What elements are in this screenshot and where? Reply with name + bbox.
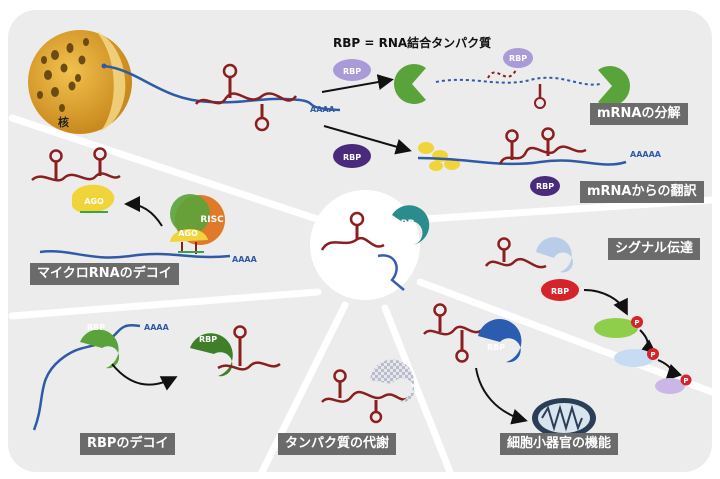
polya-tail-translation: AAAAA [630, 150, 662, 159]
svg-text:RBP: RBP [509, 54, 527, 63]
section-dividers [8, 114, 716, 476]
signaling-partner-protein [536, 237, 573, 273]
center-rbp-protein [392, 205, 430, 245]
section-label-rbp-decoy: RBPのデコイ [80, 433, 176, 455]
arrow-rbp-decoy [111, 363, 178, 391]
ago-protein [72, 184, 115, 214]
translated-mrna [417, 156, 627, 166]
rbp-decoy-bound [80, 329, 120, 369]
section-label-decay: mRNAの分解 [590, 103, 688, 125]
svg-text:RBP: RBP [551, 287, 569, 296]
rbp-translation [530, 176, 560, 196]
polya-tail-mirna: AAAA [232, 255, 258, 264]
nucleus-rna-binding-region [195, 92, 298, 105]
rbp-free-dark [333, 144, 371, 168]
rbp-released [190, 333, 233, 377]
section-label-mirna-decoy: マイクロRNAのデコイ [30, 263, 179, 285]
metabolism-rna [321, 390, 409, 403]
ago-in-risc [170, 228, 208, 242]
arrow-signaling-3 [657, 359, 683, 381]
center-rbp-label: RBP [394, 219, 415, 229]
arrow-signaling-1 [583, 289, 628, 316]
decoy-rna [31, 172, 121, 182]
svg-text:P: P [634, 319, 639, 327]
arrow-organelle [475, 367, 528, 425]
svg-text:P: P [650, 351, 655, 359]
arrow-to-translation [323, 125, 412, 155]
exonuclease-right [598, 66, 630, 107]
svg-text:RBP: RBP [87, 323, 105, 332]
rbp-decoy-rna [32, 323, 141, 431]
center-blue-rna [377, 254, 405, 291]
exonuclease-left [394, 63, 426, 104]
nucleus [28, 30, 132, 134]
signaling-rna [484, 258, 547, 269]
svg-text:RBP: RBP [343, 67, 361, 76]
diagram-title: RBP = RNA結合タンパク質 [333, 36, 492, 50]
mitochondrion [532, 398, 596, 438]
svg-text:RBP: RBP [199, 335, 217, 344]
degraded-mrna [435, 76, 601, 86]
kinase-2 [614, 349, 654, 367]
polya-tail-main: AAAA [310, 105, 336, 114]
section-label-translation: mRNAからの翻訳 [580, 181, 704, 203]
svg-text:RBP: RBP [536, 182, 554, 191]
kinase-3 [655, 378, 685, 394]
section-label-organelle: 細胞小器官の機能 [500, 433, 619, 455]
rbp-decay [503, 48, 533, 68]
nucleus-label: 核 [58, 115, 69, 129]
arrow-mirna-decoy [124, 196, 163, 227]
section-label-metabolism: タンパク質の代謝 [278, 433, 397, 455]
svg-text:RBP: RBP [487, 343, 505, 352]
center-rna-loop [349, 211, 365, 227]
svg-text:RISC: RISC [200, 215, 224, 225]
rbp-free-purple [333, 59, 371, 81]
section-label-signaling: シグナル伝達 [608, 238, 701, 260]
svg-text:P: P [683, 377, 688, 385]
svg-text:RBP: RBP [343, 153, 361, 162]
organelle-rna [423, 325, 483, 336]
polya-tail-decoy: AAAA [144, 323, 170, 332]
rbp-organelle [478, 319, 522, 363]
arrow-to-decay [321, 74, 394, 93]
degraded-protein [370, 359, 415, 403]
center-circle [310, 190, 420, 300]
rbp-signaling [541, 279, 579, 301]
target-mrna [39, 250, 231, 259]
kinase-1 [594, 318, 638, 338]
svg-text:AGO: AGO [84, 197, 104, 206]
svg-text:AGO: AGO [178, 229, 198, 238]
